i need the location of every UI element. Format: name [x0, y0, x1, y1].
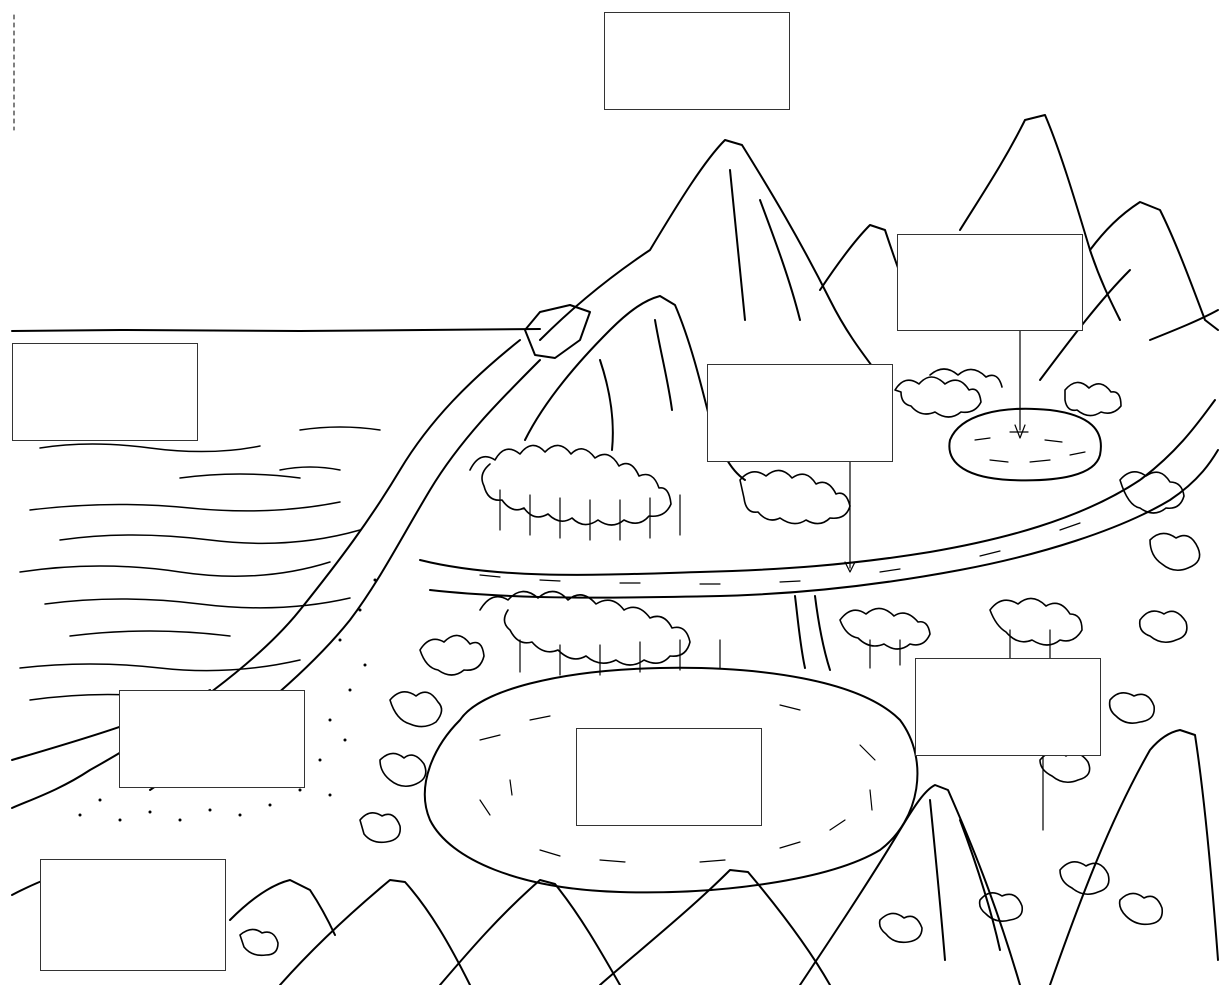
label-box-beach[interactable] — [119, 690, 305, 788]
ocean-waves — [20, 427, 380, 700]
stream — [795, 596, 830, 670]
label-box-bottom-left[interactable] — [40, 859, 226, 971]
label-box-upper-right[interactable] — [897, 234, 1083, 331]
ocean-horizon — [12, 329, 540, 331]
tree-trunks — [500, 490, 1050, 675]
label-box-right[interactable] — [915, 658, 1101, 756]
label-box-ocean[interactable] — [12, 343, 198, 441]
label-box-top[interactable] — [604, 12, 790, 110]
mountain-range-back — [540, 115, 1218, 380]
label-box-middle[interactable] — [707, 364, 893, 462]
mountain-lake — [949, 409, 1101, 481]
label-box-lake[interactable] — [576, 728, 762, 826]
coastal-rock — [525, 305, 590, 358]
